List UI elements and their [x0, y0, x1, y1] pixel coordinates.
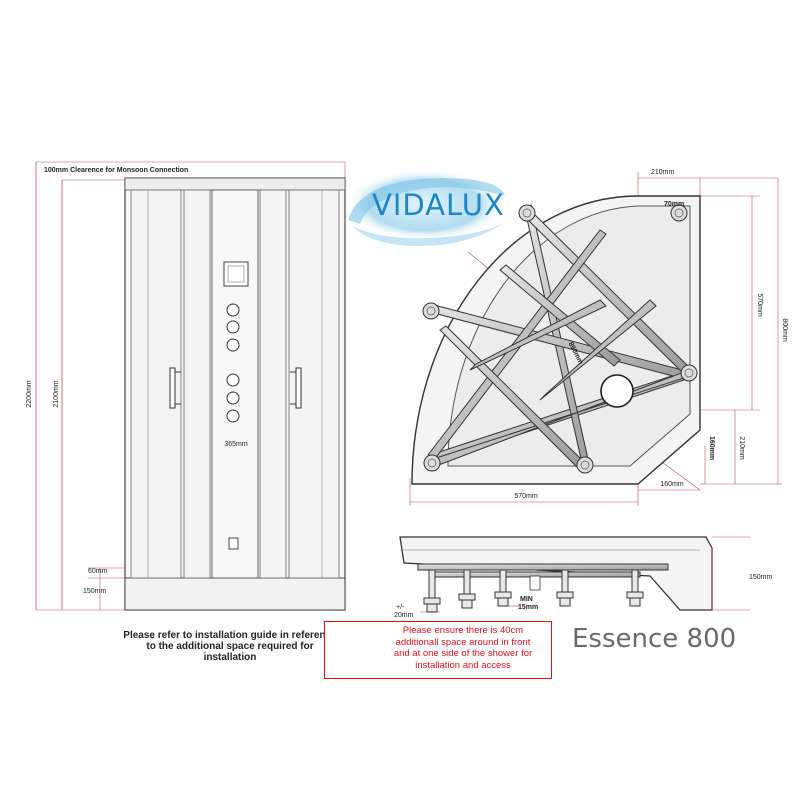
plan-waste-h-label: 160mm — [660, 481, 684, 488]
installation-note: Please refer to installation guide in re… — [120, 630, 340, 663]
tray-height-label: 150mm — [83, 588, 107, 595]
installation-note-line-1: Please refer to installation guide in re… — [123, 630, 337, 641]
leg-pads — [422, 204, 698, 474]
plan-waste-v-label: 160mm — [708, 436, 715, 460]
warning-box: Please ensure there is 40cm additionall … — [324, 621, 552, 679]
warning-line-2: additionall space around in front — [395, 636, 531, 648]
leg-adjust-top-label: +/- — [396, 604, 405, 611]
door-opening-label: 365mm — [224, 441, 248, 448]
plan-top-offset-label: 210mm — [651, 169, 675, 176]
brand-logo-swoosh — [345, 169, 505, 246]
warning-line-1: Please ensure there is 40cm — [402, 625, 524, 636]
side-view: 150mm +/- 20mm MIN 15mm — [394, 536, 773, 619]
warning-line-3: and at one side of the shower for — [393, 648, 533, 659]
min-label: MIN — [520, 596, 533, 603]
front-view: 100mm Clearence for Monsoon Connection 2… — [26, 161, 346, 611]
product-title: Essence 800 — [572, 624, 737, 654]
plan-corner-label: 70mm — [664, 201, 684, 208]
side-tray-height-label: 150mm — [749, 574, 773, 581]
waste-outlet — [600, 374, 634, 408]
plan-right-side-label: 570mm — [756, 293, 763, 317]
front-top-note: 100mm Clearence for Monsoon Connection — [44, 167, 188, 174]
warning-text: Please ensure there is 40cm additionall … — [375, 625, 551, 671]
plan-view: 210mm 70mm 890mm 570mm 800mm 210mm 160mm… — [409, 169, 788, 506]
height-total-label: 2200mm — [26, 380, 33, 407]
installation-note-line-3: installation — [203, 652, 257, 663]
min-value-label: 15mm — [518, 604, 538, 611]
installation-note-line-2: to the additional space required for — [146, 641, 314, 652]
tray-lip-label: 60mm — [88, 568, 108, 575]
tray-legs — [423, 569, 644, 613]
height-enclosure-label: 2100mm — [53, 380, 60, 407]
leg-adjust-bottom-label: 20mm — [394, 612, 414, 619]
plan-right-offset-label: 210mm — [738, 436, 745, 460]
plan-bottom-side-label: 570mm — [514, 493, 538, 500]
warning-line-4: installation and access — [415, 659, 511, 671]
brand-logo: VIDALUX — [372, 188, 505, 222]
plan-depth-label: 800mm — [781, 318, 788, 342]
body-jets — [226, 303, 240, 423]
